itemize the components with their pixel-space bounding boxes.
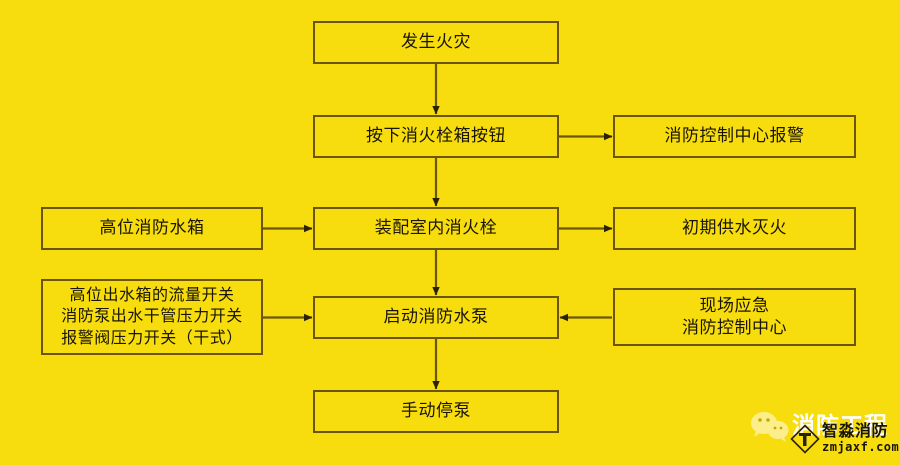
node-manual-stop-pump[interactable]: 手动停泵 [313, 390, 559, 433]
node-indoor-hydrant-assembly[interactable]: 装配室内消火栓 [313, 207, 559, 250]
node-onsite-emergency[interactable]: 现场应急 消防控制中心 [613, 288, 856, 346]
diamond-logo-icon [790, 424, 820, 454]
watermark-badge: 智淼消防 zmjaxf.com [790, 423, 900, 454]
node-trigger-switches[interactable]: 高位出水箱的流量开关 消防泵出水干管压力开关 报警阀压力开关（干式） [41, 279, 263, 355]
node-initial-water-supply[interactable]: 初期供水灭火 [613, 207, 856, 250]
watermark: 消防工程 智淼消防 zmjaxf.com [748, 398, 900, 460]
watermark-name: 智淼消防 [822, 423, 889, 440]
node-start-fire-pump[interactable]: 启动消防水泵 [313, 296, 559, 339]
node-control-center-alarm[interactable]: 消防控制中心报警 [613, 115, 856, 158]
wechat-icon [751, 412, 789, 442]
node-press-hydrant-button[interactable]: 按下消火栓箱按钮 [313, 115, 559, 158]
node-fire-occurs[interactable]: 发生火灾 [313, 21, 559, 64]
watermark-text-block: 智淼消防 zmjaxf.com [822, 423, 900, 454]
watermark-url: zmjaxf.com [822, 439, 900, 454]
node-high-level-water-tank[interactable]: 高位消防水箱 [41, 207, 263, 250]
